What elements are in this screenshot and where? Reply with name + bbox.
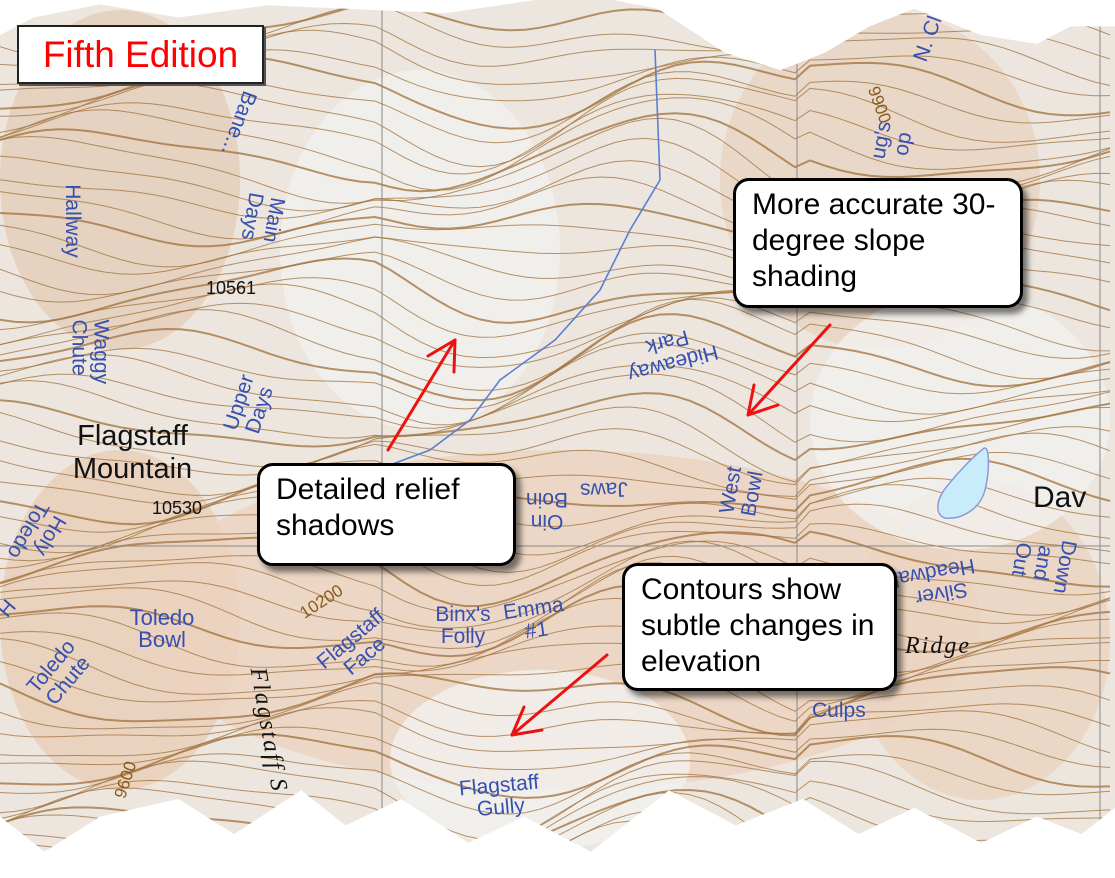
snow-slope xyxy=(280,70,560,430)
label-toledo-bowl: Toledo Bowl xyxy=(129,605,195,652)
contour-line xyxy=(0,638,1111,712)
label-flagstaff-mountain: Flagstaff Mountain xyxy=(72,420,193,485)
contour-line xyxy=(0,503,1111,573)
contour-line xyxy=(0,484,1111,556)
lake xyxy=(937,447,990,519)
contour-line xyxy=(0,660,1110,722)
contour-line xyxy=(0,699,1111,738)
stream xyxy=(389,49,661,466)
contour-line xyxy=(0,597,1111,673)
arrow-relief xyxy=(386,338,457,452)
contour-line xyxy=(0,457,1111,526)
label-dav: Dav xyxy=(1033,481,1087,514)
contour-line xyxy=(0,682,1111,735)
contour-line xyxy=(0,93,1111,175)
contour-line xyxy=(0,426,1111,486)
elevation-10561: 10561 xyxy=(206,278,257,298)
contour-line xyxy=(0,373,1111,443)
contour-line xyxy=(0,760,1111,841)
contour-line xyxy=(0,555,1111,633)
label-binxs-folly: Binx's Folly xyxy=(435,603,491,648)
arrow-contours xyxy=(510,653,609,737)
contour-line xyxy=(0,540,1111,613)
contour-line xyxy=(0,392,1111,462)
callout-contours: Contours show subtle changes in elevatio… xyxy=(622,563,897,691)
contour-line xyxy=(0,540,1111,629)
contour-line xyxy=(0,406,1111,483)
contour-line xyxy=(0,451,1111,505)
elevation-10530: 10530 xyxy=(152,498,203,518)
contour-line xyxy=(0,432,1111,498)
terrain-tint xyxy=(0,450,240,790)
contour-line xyxy=(0,562,1111,650)
contour-line xyxy=(0,707,1111,757)
contour-line xyxy=(0,313,1111,402)
contour-line xyxy=(0,666,1111,737)
callout-relief-shadows: Detailed relief shadows xyxy=(257,463,516,566)
label-culps: Culps xyxy=(812,699,866,722)
contour-line xyxy=(0,364,1111,429)
contour-line xyxy=(0,752,1111,815)
contour-line xyxy=(0,625,1111,685)
arrow-slope xyxy=(746,323,832,417)
label-ridge: Ridge xyxy=(905,633,971,659)
terrain-tint xyxy=(0,10,240,350)
callout-slope-shading: More accurate 30-degree slope shading xyxy=(733,178,1023,308)
contour-line xyxy=(0,97,1111,191)
contour-line xyxy=(0,477,1111,533)
contour-line xyxy=(0,112,1111,193)
contour-line xyxy=(0,341,1111,426)
contour-line xyxy=(0,530,1111,608)
contour-line xyxy=(0,733,1111,799)
contour-line xyxy=(0,77,1111,168)
contour-line xyxy=(0,522,1111,587)
edition-label: Fifth Edition xyxy=(17,25,264,84)
